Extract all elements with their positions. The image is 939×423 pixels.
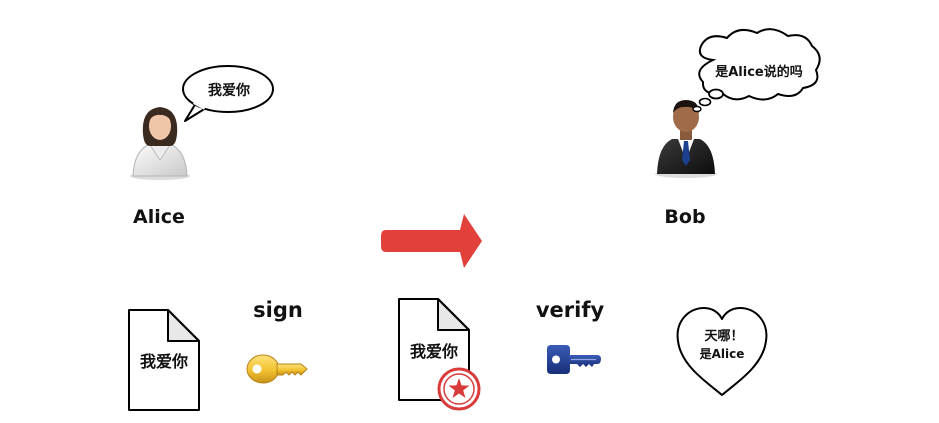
bob-avatar <box>655 100 717 178</box>
plain-document-text: 我爱你 <box>140 352 188 371</box>
bob-thought-text: 是Alice说的吗 <box>714 64 803 80</box>
verify-label: verify <box>536 298 605 322</box>
bob-thought-bubble: 是Alice说的吗 <box>692 28 821 113</box>
gold-key-icon <box>246 354 308 384</box>
seal-stamp-icon <box>437 367 481 411</box>
bob-name-label: Bob <box>664 206 705 228</box>
sign-label: sign <box>253 298 303 322</box>
plain-document: 我爱你 <box>128 309 200 411</box>
heart-line-2: 是Alice <box>699 347 745 361</box>
alice-speech-bubble: 我爱你 <box>182 65 274 122</box>
heart-line-1: 天哪！ <box>704 329 743 344</box>
alice-name-label: Alice <box>133 206 185 228</box>
heart-shape: 天哪！ 是Alice <box>676 307 768 396</box>
send-arrow-icon <box>381 214 482 268</box>
signed-document-text: 我爱你 <box>410 342 458 361</box>
alice-speech-text: 我爱你 <box>208 82 250 99</box>
alice-avatar <box>130 107 190 180</box>
blue-key-icon <box>547 345 601 374</box>
